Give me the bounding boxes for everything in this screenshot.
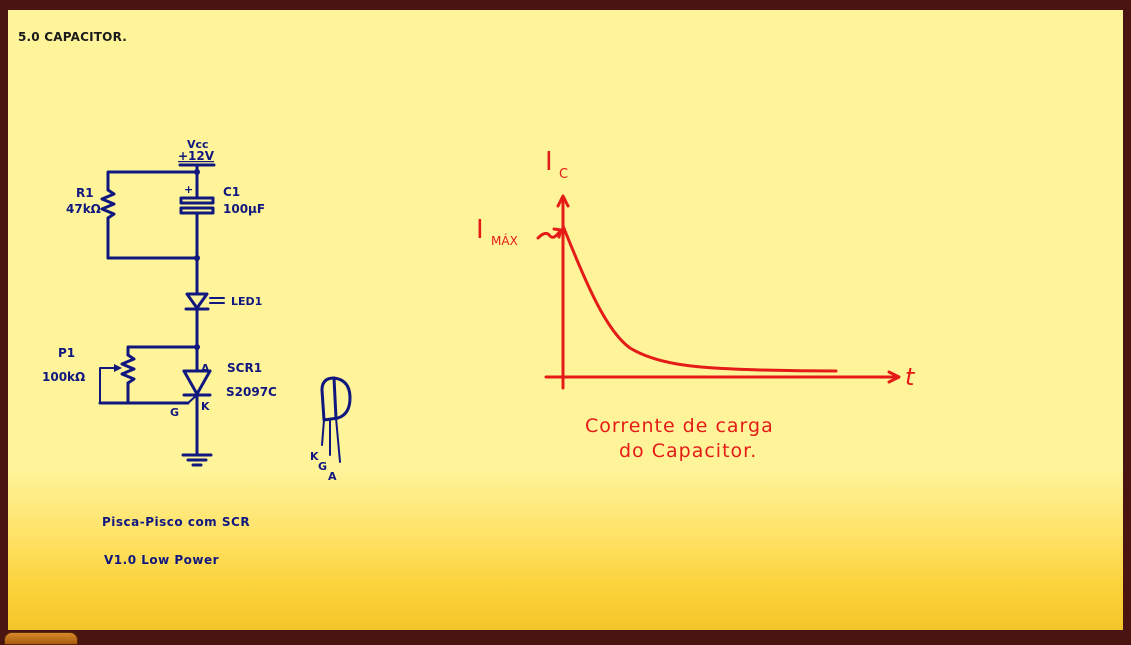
p1-resistor [120,353,136,385]
vcc-value: +12V [178,149,215,163]
junction-mid [194,255,200,261]
schematic-caption-2: V1.0 Low Power [104,553,219,567]
p1-name: P1 [58,346,75,360]
junction-top [194,169,200,175]
y-axis-arrow [556,194,570,208]
charge-current-graph: I C t I MÁX Corrente de carga do Capacit… [476,147,916,462]
scr-part: S2097C [226,385,277,399]
graph-caption-1: Corrente de carga [585,415,774,437]
peak-subscript: MÁX [491,233,518,248]
r1-resistor [100,188,116,220]
p1-value: 100kΩ [42,370,85,384]
package-lead-a [335,417,341,463]
scr-pin-g: G [170,406,179,419]
drawing-canvas: Vcc +12V R1 47kΩ + C1 100µF [42,138,916,567]
x-axis-arrow [887,370,901,384]
bottom-frame [0,630,1131,643]
decay-curve [561,224,838,373]
wire-p1-top [126,345,199,357]
toolbar-handle[interactable] [4,632,78,645]
r1-value: 47kΩ [66,202,101,216]
c1-value: 100µF [223,202,265,216]
scr-package: K G A [310,376,352,483]
c1-name: C1 [223,185,240,199]
c1-polarity: + [184,183,193,196]
x-axis-label: t [905,363,916,391]
c1-plate-top [179,196,215,205]
scr-triangle [182,369,212,396]
scr-pin-k: K [201,400,210,413]
wire-top-r1 [106,170,199,192]
p1-wiper [99,367,117,404]
scr-pin-a: A [201,362,210,375]
junction-anode [194,344,200,350]
package-body [320,376,352,422]
scr-name: SCR1 [227,361,262,375]
section-title: 5.0 CAPACITOR. [18,30,127,44]
package-label-g: G [318,460,327,473]
package-label-a: A [328,470,337,483]
r1-name: R1 [76,186,94,200]
peak-label: I [476,215,484,245]
led-triangle [185,292,209,310]
p1-wiper-arrow [114,364,122,372]
schematic-caption-1: Pisca-Pisco com SCR [102,515,250,529]
led-name: LED1 [231,295,262,308]
package-edge [332,376,338,420]
y-axis-subscript: C [559,167,568,182]
peak-pointer [536,229,562,240]
package-lead-k [321,419,325,446]
schematic: Vcc +12V R1 47kΩ + C1 100µF [42,138,352,567]
graph-caption-2: do Capacitor. [619,440,757,462]
vcc-label: Vcc [187,138,209,151]
y-axis-label: I [545,147,553,177]
peak-pointer-arrow [552,227,563,239]
package-label-k: K [310,450,319,463]
